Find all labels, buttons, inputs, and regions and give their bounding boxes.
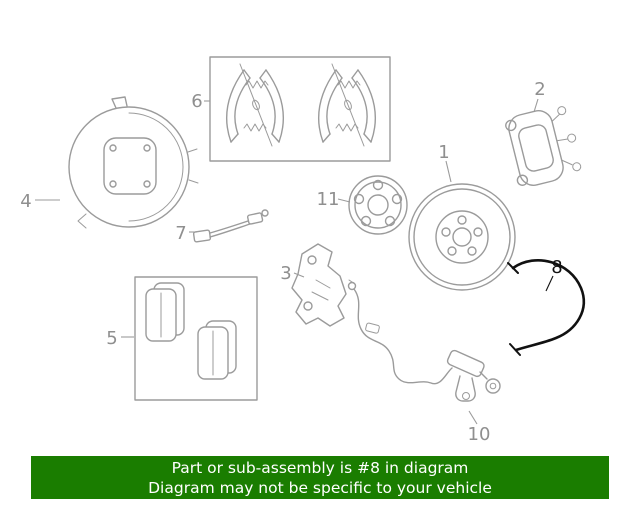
brake-rotor-part — [408, 183, 516, 291]
leader-line-1 — [445, 160, 452, 183]
leader-line-2 — [533, 98, 539, 113]
banner-line-1: Part or sub-assembly is #8 in diagram — [171, 458, 469, 477]
callout-numbers: 1 2 3 4 5 6 7 8 10 11 — [20, 79, 562, 445]
abs-sensor-part — [347, 279, 501, 402]
leader-line-3 — [293, 272, 305, 278]
callout-3: 3 — [280, 263, 291, 284]
hub-flange-part — [348, 175, 408, 235]
callout-10: 10 — [468, 424, 491, 445]
callout-7: 7 — [175, 223, 186, 244]
callout-2: 2 — [534, 79, 545, 100]
brake-caliper-part — [505, 106, 582, 186]
callout-5: 5 — [106, 328, 117, 349]
brake-shoe-kit-part — [209, 56, 391, 162]
callout-4: 4 — [20, 191, 31, 212]
callout-11: 11 — [317, 189, 340, 210]
leader-line-8 — [545, 275, 554, 292]
leader-line-11 — [337, 198, 351, 203]
parts-diagram: 1 2 3 4 5 6 7 8 10 11 — [20, 56, 586, 445]
callout-6: 6 — [191, 91, 202, 112]
wear-sensor-part — [192, 209, 269, 243]
splash-shield-part — [68, 96, 199, 229]
banner-line-2: Diagram may not be specific to your vehi… — [148, 478, 492, 497]
callout-1: 1 — [438, 142, 449, 163]
callout-8: 8 — [551, 257, 562, 278]
brake-hose-part-highlighted — [507, 259, 586, 356]
diagram-note-banner: Part or sub-assembly is #8 in diagram Di… — [31, 456, 609, 499]
caliper-bracket-part — [291, 243, 347, 327]
callout-leader-lines — [35, 98, 554, 425]
leader-line-10 — [468, 410, 478, 425]
brake-pad-set-part — [134, 276, 258, 401]
